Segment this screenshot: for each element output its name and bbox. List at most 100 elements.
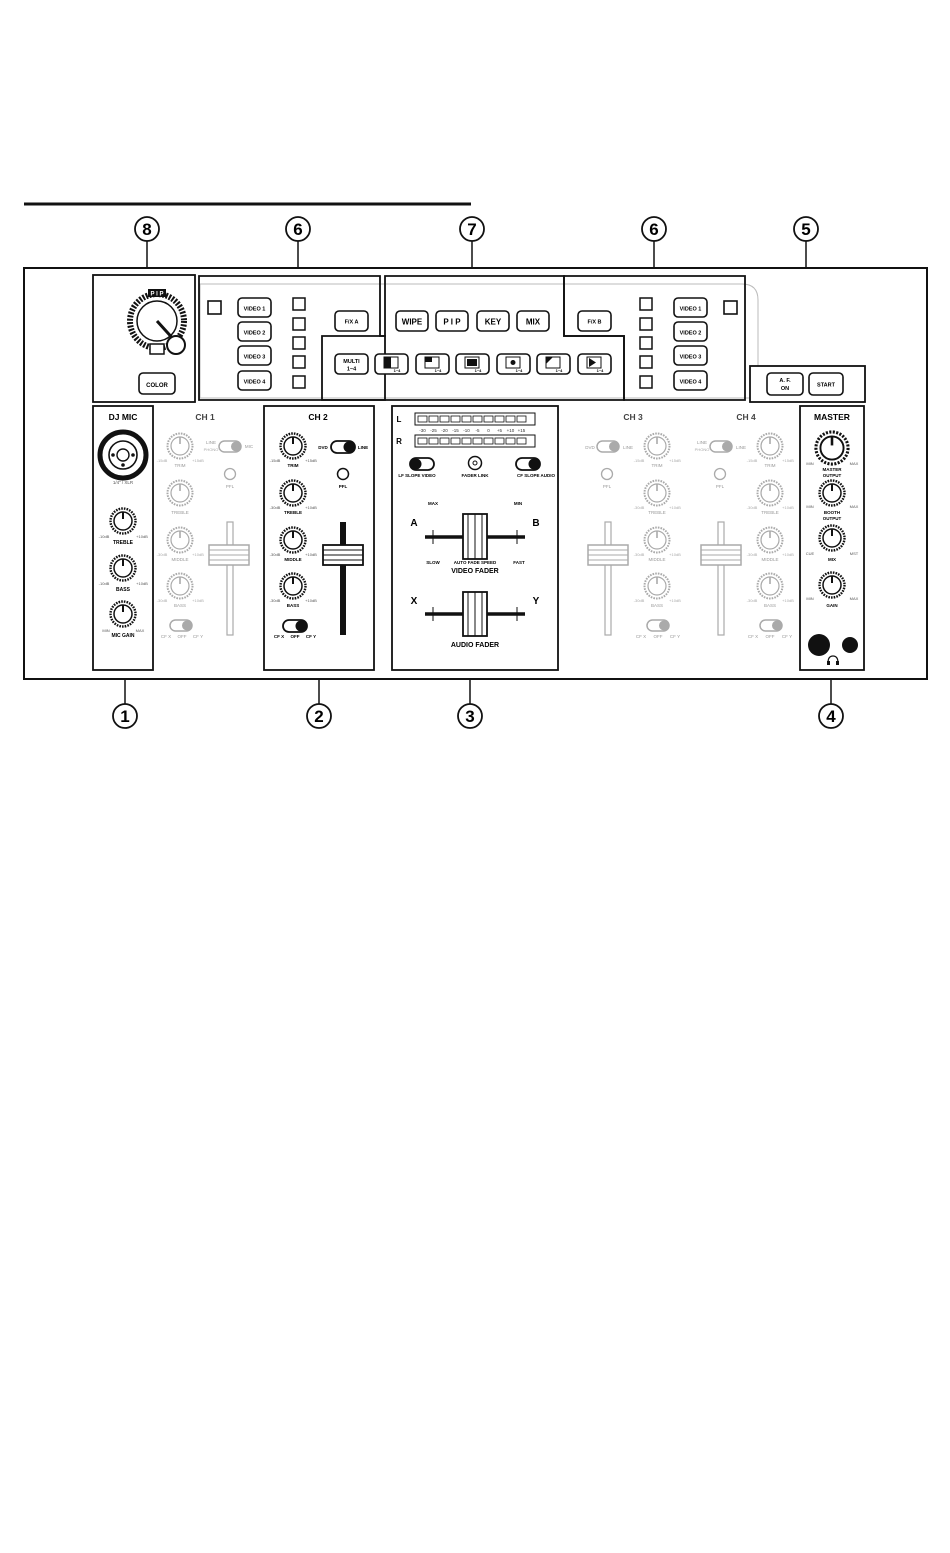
channel-1: CH 1 -15dB +15dB TRIM LINE PHONO MIC PFL… (157, 412, 254, 639)
video-1-button[interactable]: VIDEO 1 (673, 297, 708, 318)
cf-slope-audio-switch[interactable] (515, 457, 541, 471)
mic-bass-knob[interactable] (109, 554, 137, 582)
svg-text:-15dB: -15dB (270, 458, 281, 463)
wipe-pattern-6-button[interactable]: 1~4 (577, 353, 612, 375)
video-4-button[interactable]: VIDEO 4 (237, 370, 272, 391)
callout-2: 2 (306, 703, 332, 729)
svg-text:-30dB: -30dB (634, 552, 645, 557)
bass-knob[interactable] (756, 572, 784, 600)
gain-knob[interactable] (818, 571, 846, 599)
svg-text:VIDEO 2: VIDEO 2 (680, 331, 702, 337)
af-on-button[interactable]: A. F. ON (766, 372, 804, 396)
video-3-button[interactable]: VIDEO 3 (673, 345, 708, 366)
crossfader-assign-switch[interactable] (282, 619, 308, 633)
wipe-pattern-3-button[interactable]: 1~4 (455, 353, 490, 375)
pip-button[interactable]: P I P (435, 310, 469, 332)
svg-text:LF SLOPE VIDEO: LF SLOPE VIDEO (398, 473, 436, 478)
video-4-button[interactable]: VIDEO 4 (673, 370, 708, 391)
input-switch[interactable] (596, 440, 620, 453)
crossfader-assign-switch[interactable] (169, 619, 193, 632)
svg-text:PFL: PFL (339, 484, 348, 489)
pfl-button[interactable] (336, 467, 350, 481)
pfl-button[interactable] (600, 467, 614, 481)
audio-fader[interactable] (425, 591, 525, 637)
svg-text:OUTPUT: OUTPUT (823, 473, 842, 478)
treble-knob[interactable] (756, 479, 784, 507)
treble-knob[interactable] (643, 479, 671, 507)
svg-text:MIX: MIX (526, 318, 541, 327)
channel-fader[interactable] (700, 521, 742, 636)
svg-text:CF SLOPE AUDIO: CF SLOPE AUDIO (517, 473, 556, 478)
svg-text:ON: ON (781, 386, 789, 392)
fx-b-button[interactable]: F/X B (577, 310, 612, 332)
channel-fader[interactable] (208, 521, 250, 636)
video-2-button[interactable]: VIDEO 2 (237, 321, 272, 342)
trim-knob[interactable] (166, 432, 194, 460)
key-button[interactable]: KEY (476, 310, 510, 332)
svg-text:-15dB: -15dB (634, 458, 645, 463)
svg-text:1~4: 1~4 (556, 368, 564, 373)
mix-knob[interactable] (818, 524, 846, 552)
wipe-pattern-2-button[interactable]: 1~4 (415, 353, 450, 375)
wipe-pattern-5-button[interactable]: 1~4 (536, 353, 571, 375)
svg-text:F/X B: F/X B (587, 320, 601, 326)
crossfader-assign-switch[interactable] (646, 619, 670, 632)
start-button[interactable]: START (808, 372, 844, 396)
wipe-pattern-4-button[interactable]: 1~4 (496, 353, 531, 375)
svg-text:CH 1: CH 1 (195, 412, 215, 422)
wipe-button[interactable]: WIPE (395, 310, 429, 332)
treble-knob[interactable] (166, 479, 194, 507)
treble-knob[interactable] (279, 479, 307, 507)
svg-text:3: 3 (465, 707, 474, 726)
mic-treble-knob[interactable] (109, 507, 137, 535)
channel-fader[interactable] (587, 521, 629, 636)
svg-text:CF Y: CF Y (782, 634, 792, 639)
headphone-jack-large[interactable] (808, 634, 830, 656)
mix-button[interactable]: MIX (516, 310, 550, 332)
callout-4: 4 (818, 703, 844, 729)
input-switch[interactable] (709, 440, 733, 453)
video-1-button[interactable]: VIDEO 1 (237, 297, 272, 318)
input-switch[interactable] (330, 440, 356, 454)
trim-knob[interactable] (279, 432, 307, 460)
svg-text:PHONO: PHONO (204, 447, 219, 452)
color-button[interactable]: COLOR (138, 372, 176, 395)
middle-knob[interactable] (643, 526, 671, 554)
indicator-column (639, 297, 653, 389)
multi-button[interactable]: MULTI 1~4 (334, 353, 369, 375)
input-switch[interactable] (218, 440, 242, 453)
svg-text:-30dB: -30dB (747, 505, 758, 510)
booth-output-knob[interactable] (818, 479, 846, 507)
lf-slope-video-switch[interactable] (409, 457, 435, 471)
video-fader[interactable] (425, 513, 525, 560)
svg-text:-30dB: -30dB (157, 552, 168, 557)
trim-knob[interactable] (643, 432, 671, 460)
bass-knob[interactable] (279, 572, 307, 600)
svg-text:TREBLE: TREBLE (648, 510, 666, 515)
channel-fader[interactable] (322, 522, 364, 635)
svg-text:+10dB: +10dB (669, 505, 681, 510)
headphone-jack-small[interactable] (842, 637, 858, 653)
middle-knob[interactable] (756, 526, 784, 554)
mic-gain-knob[interactable] (109, 600, 137, 628)
svg-text:CH 3: CH 3 (623, 412, 643, 422)
bass-knob[interactable] (643, 572, 671, 600)
svg-text:R: R (396, 437, 402, 446)
video-3-button[interactable]: VIDEO 3 (237, 345, 272, 366)
fader-link-button[interactable] (467, 455, 483, 471)
middle-knob[interactable] (279, 526, 307, 554)
master-section: MASTER MIN MAX MASTER OUTPUT MIN MAX BOO… (799, 405, 865, 671)
middle-knob[interactable] (166, 526, 194, 554)
pfl-button[interactable] (223, 467, 237, 481)
pfl-button[interactable] (713, 467, 727, 481)
bass-knob[interactable] (166, 572, 194, 600)
video-2-button[interactable]: VIDEO 2 (673, 321, 708, 342)
callout-6-right: 6 (641, 216, 667, 242)
crossfader-assign-switch[interactable] (759, 619, 783, 632)
dj-mic-section: DJ MIC 1/4" / XLR -10dB +10dB TREBLE -10… (92, 405, 154, 671)
trim-knob[interactable] (756, 432, 784, 460)
svg-text:L: L (397, 415, 402, 424)
fx-a-button[interactable]: F/X A (334, 310, 369, 332)
master-output-knob[interactable] (814, 430, 850, 466)
wipe-pattern-1-button[interactable]: 1~4 (374, 353, 409, 375)
